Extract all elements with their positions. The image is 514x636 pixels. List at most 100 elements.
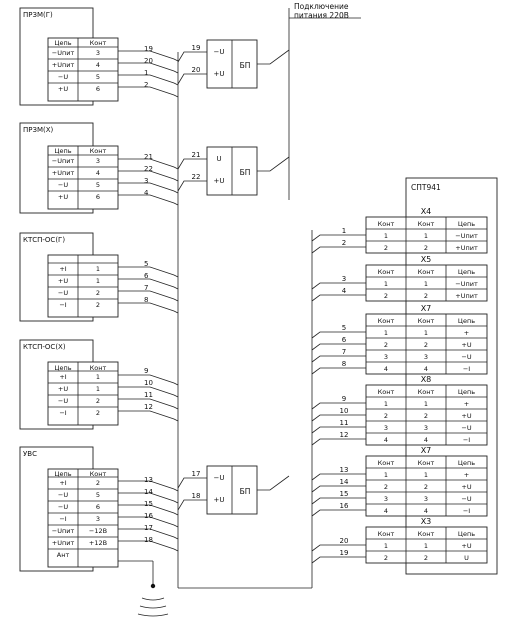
wire-number: 12 [144,403,153,411]
wire-line [311,509,366,517]
table-cell: + [464,471,469,479]
wire-number: 13 [144,476,153,484]
wire-number: 3 [342,275,346,283]
table-cell: 3 [384,495,388,503]
wire-line [311,343,366,351]
table-cell: +U [461,542,471,550]
wire-number: 9 [144,367,148,375]
wire-line [311,402,366,410]
wire-number: 11 [144,391,153,399]
table-cell-circuit: −Uпит [52,527,75,535]
wire-number: 13 [340,466,349,474]
wire-line [311,282,366,290]
table-header: Цепь [458,268,475,276]
wire-number: 1 [144,69,148,77]
table-cell: −I [463,365,470,373]
table-cell: 1 [384,471,388,479]
table-header: Конт [418,388,435,396]
table-cell: 2 [424,483,428,491]
table-cell-contact: 1 [96,277,100,285]
wire-line [118,182,179,194]
table-cell-contact: 1 [96,385,100,393]
table-cell-circuit: +Uпит [52,539,75,547]
table-cell: +U [461,341,471,349]
device-title: СПТ941 [411,183,441,192]
supply-label: питания 220В [294,11,349,20]
wire-number: 2 [144,81,148,89]
table-header: Конт [90,39,107,47]
table-cell: 3 [384,424,388,432]
table-header: Цепь [54,39,71,47]
wire-number: 3 [144,177,148,185]
wire-number: 4 [144,189,149,197]
wire-number: 19 [144,45,153,53]
table-cell: −Uпит [455,232,478,240]
table-header: Конт [418,459,435,467]
wire-line [311,234,366,242]
wire-line [118,50,179,62]
table-header: Цепь [458,317,475,325]
device-connector-table [365,455,488,517]
device-connector-table [365,526,488,564]
table-cell-contact: 4 [96,61,100,69]
table-cell: 2 [384,244,388,252]
wire-line [118,158,179,170]
table-cell: 2 [424,554,428,562]
table-header: Конт [418,317,435,325]
wire-line [177,477,207,489]
device-connector-table [365,313,488,375]
wire-number: 7 [342,348,346,356]
psu-pin-number: 22 [192,173,201,181]
table-cell-circuit: +I [59,373,66,381]
supply-label: Подключение [294,2,349,11]
antenna-wave [139,605,167,609]
table-cell: 2 [384,341,388,349]
table-cell: 2 [384,412,388,420]
antenna-node [150,583,156,589]
table-cell: 1 [424,280,428,288]
wire-number: 21 [144,153,153,161]
wire-line [177,51,207,63]
table-header: Цепь [54,147,71,155]
table-header: Конт [90,364,107,372]
table-cell: 2 [424,412,428,420]
wire-line [177,180,207,192]
wire-line [118,410,179,422]
table-cell-contact: 4 [96,169,100,177]
wire-line [118,266,179,278]
antenna-wave [137,613,169,617]
wire-line [311,438,366,446]
table-cell-contact: 5 [96,73,100,81]
wire-line [118,290,179,302]
psu-supply-line [257,475,290,491]
wire-line [118,516,179,528]
psu-pin-number: 20 [192,66,201,74]
table-cell: 2 [424,341,428,349]
table-cell-circuit: −I [59,515,66,523]
psu-pin-label: +U [214,70,225,78]
connector-name: X8 [421,375,432,384]
table-cell: 4 [384,365,388,373]
table-header: Цепь [54,364,71,372]
wire-number: 5 [342,324,346,332]
wire-number: 10 [340,407,349,415]
wire-line [311,367,366,375]
connector-name: X3 [421,517,432,526]
table-cell-circuit: −U [58,491,68,499]
left-block-title: ПРЗМ(Г) [23,11,53,19]
table-cell-circuit: −U [58,73,68,81]
wire-number: 17 [144,524,153,532]
table-cell: −I [463,436,470,444]
wire-line [118,170,179,182]
table-cell: 1 [384,280,388,288]
table-cell: U [464,554,469,562]
psu-pin-number: 17 [192,470,201,478]
table-cell: 2 [384,483,388,491]
table-cell: +Uпит [455,244,478,252]
wire-number: 15 [340,490,349,498]
wire-line [118,492,179,504]
wire-number: 8 [144,296,148,304]
table-cell-circuit: −U [58,289,68,297]
table-cell-contact: 1 [96,265,100,273]
table-cell-circuit: +U [58,385,68,393]
